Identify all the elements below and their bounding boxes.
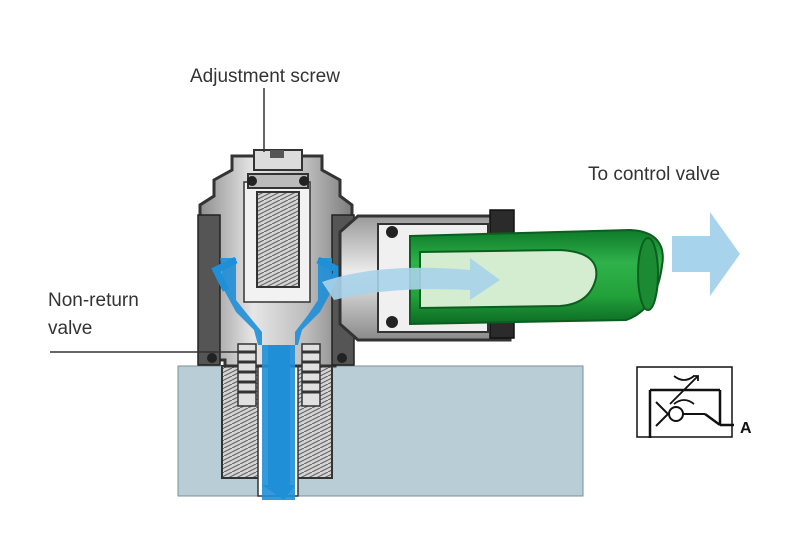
flow-arrow-inner — [322, 258, 500, 300]
outlet-arrow — [672, 212, 740, 296]
non-return-label-line2: valve — [48, 318, 92, 339]
non-return-label-line1: Non-return — [48, 290, 139, 311]
adjustment-screw-label: Adjustment screw — [190, 66, 340, 87]
non-return-valve-springs — [207, 343, 347, 407]
to-control-valve-label: To control valve — [588, 164, 720, 185]
symbol-port-label: A — [740, 420, 752, 437]
speed-controller-symbol — [636, 366, 734, 438]
outlet-tube — [409, 228, 664, 326]
adjustment-screw — [247, 149, 309, 288]
